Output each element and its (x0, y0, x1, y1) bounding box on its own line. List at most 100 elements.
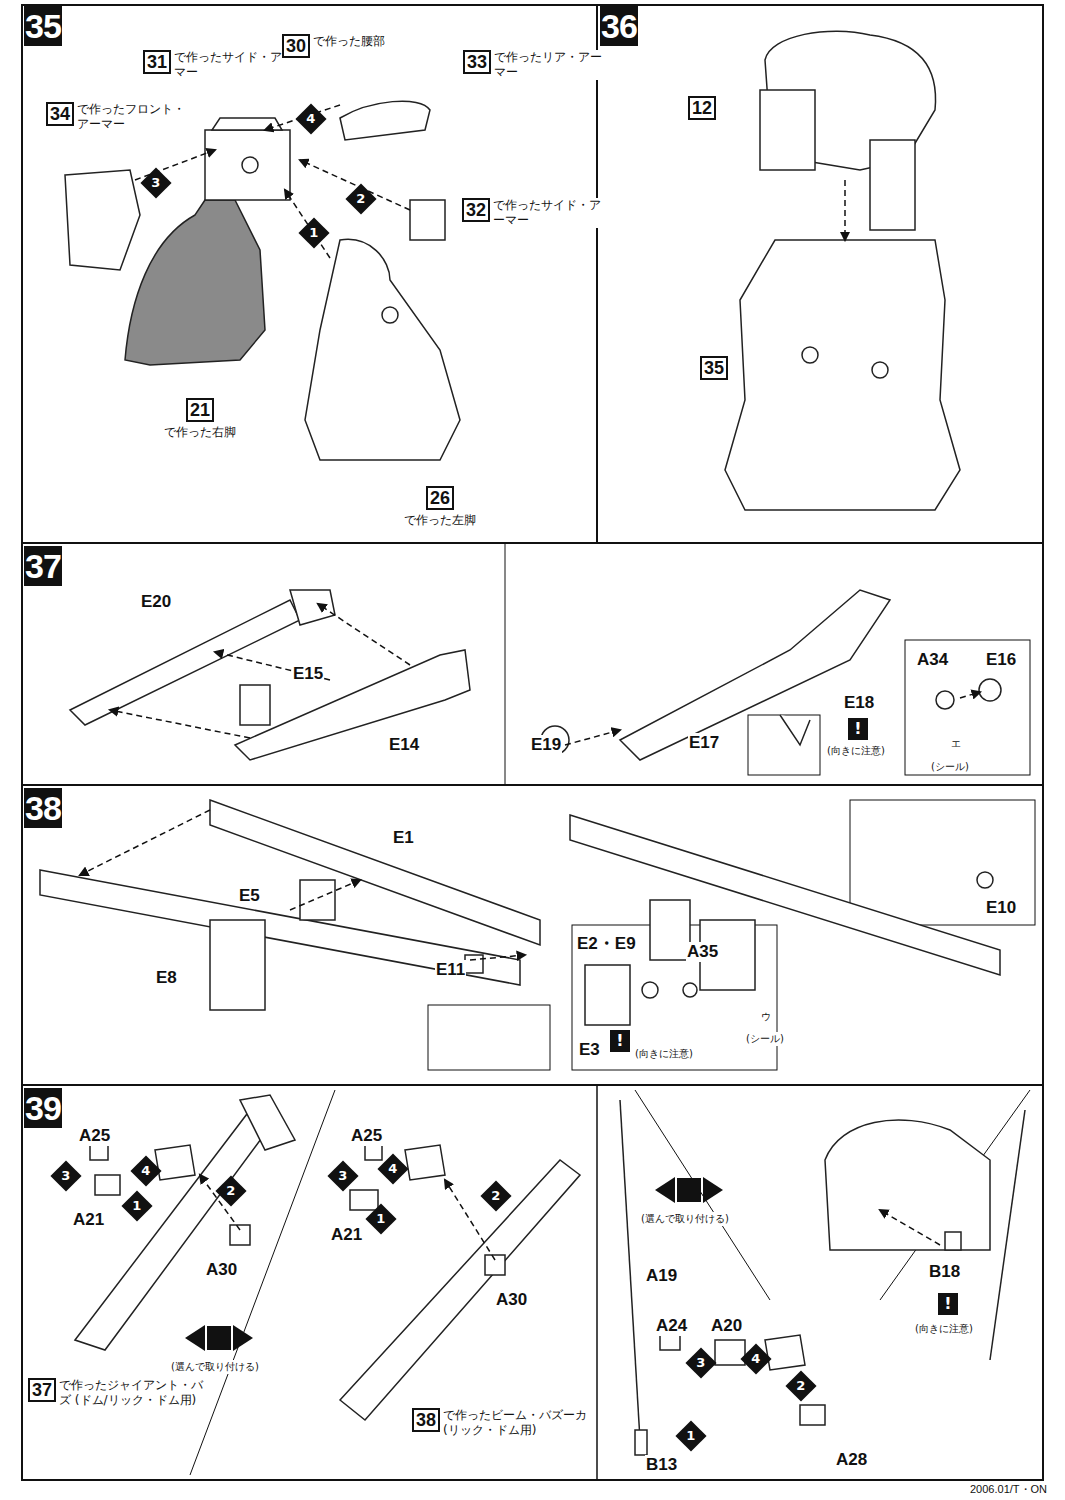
part-code: E2・E9 (576, 932, 637, 955)
reference-box: 32で作ったサイド・アーマー (462, 198, 603, 228)
part-code: E17 (688, 733, 720, 753)
step-reference: 32 (462, 198, 490, 222)
step-reference: 33 (463, 50, 491, 74)
part-code: E1 (392, 828, 415, 848)
step-order-marker: 2 (785, 1370, 816, 1401)
step-reference: 37 (28, 1378, 56, 1402)
part-code: E18 (843, 693, 875, 713)
part-code: A25 (78, 1126, 111, 1146)
step-order-text: 1 (686, 1425, 695, 1447)
step-order-marker: 3 (327, 1160, 358, 1191)
part-name: で作ったサイド・アーマー (174, 50, 294, 80)
reference-group: 12 (688, 96, 716, 120)
step-order-text: 1 (309, 222, 318, 244)
step-order-text: 2 (226, 1180, 235, 1202)
part-name: で作ったビーム・バズーカ (リック・ドム用) (443, 1408, 593, 1438)
step-order-text: 2 (356, 188, 365, 210)
part-name: で作った右脚 (155, 425, 245, 440)
step-number: 35 (24, 6, 62, 46)
step-order-text: 4 (388, 1158, 397, 1180)
reference-group: 30で作った腰部 (282, 34, 423, 58)
part-code: E3 (578, 1040, 601, 1060)
step-number-text: 39 (24, 1088, 62, 1128)
step-order-marker: 3 (140, 167, 171, 198)
part-code: E16 (985, 650, 1017, 670)
part-name: で作ったフロント・アーマー (77, 102, 187, 132)
step-order-text: 4 (141, 1160, 150, 1182)
step-number-text: 35 (24, 6, 62, 46)
note-text: ウ (760, 1010, 772, 1024)
part-code: E5 (238, 886, 261, 906)
part-code: E8 (155, 968, 178, 988)
reference-group: 35 (700, 356, 728, 380)
reference-group: 34で作ったフロント・アーマー (46, 102, 187, 132)
step-reference: 30 (282, 34, 310, 58)
note-text: (選んで取り付ける) (640, 1212, 730, 1226)
step-order-text: 2 (491, 1185, 500, 1207)
reference-group: 33で作ったリア・アーマー (463, 50, 604, 80)
step-order-marker: 1 (675, 1420, 706, 1451)
part-code: E15 (292, 664, 324, 684)
step-order-text: 2 (796, 1375, 805, 1397)
part-code: E20 (140, 592, 172, 612)
reference-group: 21で作った右脚 (155, 398, 245, 440)
note-text: (向きに注意) (826, 744, 886, 758)
part-name: で作った左脚 (395, 513, 485, 528)
part-code: E10 (985, 898, 1017, 918)
part-code: A30 (495, 1290, 528, 1310)
step-order-text: 1 (132, 1195, 141, 1217)
caution-mark: ! (848, 718, 868, 740)
step-order-marker: 4 (295, 103, 326, 134)
step-reference: 35 (700, 356, 728, 380)
part-code: B13 (645, 1455, 678, 1475)
step-order-marker: 3 (685, 1347, 716, 1378)
step-order-text: 4 (306, 108, 315, 130)
step-order-text: 1 (376, 1208, 385, 1230)
note-text: エ (950, 737, 962, 751)
part-code: A24 (655, 1316, 688, 1336)
reference-box: 21で作った右脚 (155, 398, 245, 440)
step-number: 38 (24, 788, 62, 828)
reference-box: 34で作ったフロント・アーマー (46, 102, 187, 132)
part-name: で作ったジャイアント・バズ (ドム/リック・ドム用) (59, 1378, 209, 1408)
reference-box: 37で作ったジャイアント・バズ (ドム/リック・ドム用) (28, 1378, 209, 1408)
part-code: E19 (530, 735, 562, 755)
note-text: (シール) (930, 760, 970, 774)
step-order-text: 3 (151, 172, 160, 194)
part-code: A25 (350, 1126, 383, 1146)
note-text: (向きに注意) (914, 1322, 974, 1336)
step-number-text: 38 (24, 788, 62, 828)
step-order-marker: 1 (121, 1190, 152, 1221)
note-text: (向きに注意) (634, 1047, 694, 1061)
step-reference: 38 (412, 1408, 440, 1432)
note-text: (選んで取り付ける) (170, 1360, 260, 1374)
part-code: A21 (330, 1225, 363, 1245)
step-number-text: 36 (600, 6, 638, 46)
reference-box: 35 (700, 356, 728, 380)
reference-box: 26 で作った左脚 (395, 486, 485, 528)
step-reference: 34 (46, 102, 74, 126)
reference-group: 26 で作った左脚 (395, 486, 485, 528)
part-name: で作ったサイド・アーマー (493, 198, 603, 228)
step-order-marker: 1 (298, 217, 329, 248)
part-name: で作った腰部 (313, 34, 423, 49)
reference-box: 38で作ったビーム・バズーカ (リック・ドム用) (412, 1408, 593, 1438)
part-code: A20 (710, 1316, 743, 1336)
part-name: で作ったリア・アーマー (494, 50, 604, 80)
caution-mark: ! (938, 1293, 958, 1315)
step-order-text: 3 (61, 1165, 70, 1187)
step-order-marker: 2 (480, 1180, 511, 1211)
part-code: A28 (835, 1450, 868, 1470)
reference-box: 33で作ったリア・アーマー (463, 50, 604, 80)
caution-mark: ! (610, 1030, 630, 1052)
reference-group: 32で作ったサイド・アーマー (462, 198, 603, 228)
part-code: A34 (916, 650, 949, 670)
step-reference: 26 (426, 486, 454, 510)
step-number: 37 (24, 546, 62, 586)
reference-box: 31で作ったサイド・アーマー (143, 50, 294, 80)
print-code: 2006.01/T・ON (970, 1482, 1047, 1497)
reference-group: 37で作ったジャイアント・バズ (ドム/リック・ドム用) (28, 1378, 209, 1408)
step-reference: 31 (143, 50, 171, 74)
step-number: 39 (24, 1088, 62, 1128)
